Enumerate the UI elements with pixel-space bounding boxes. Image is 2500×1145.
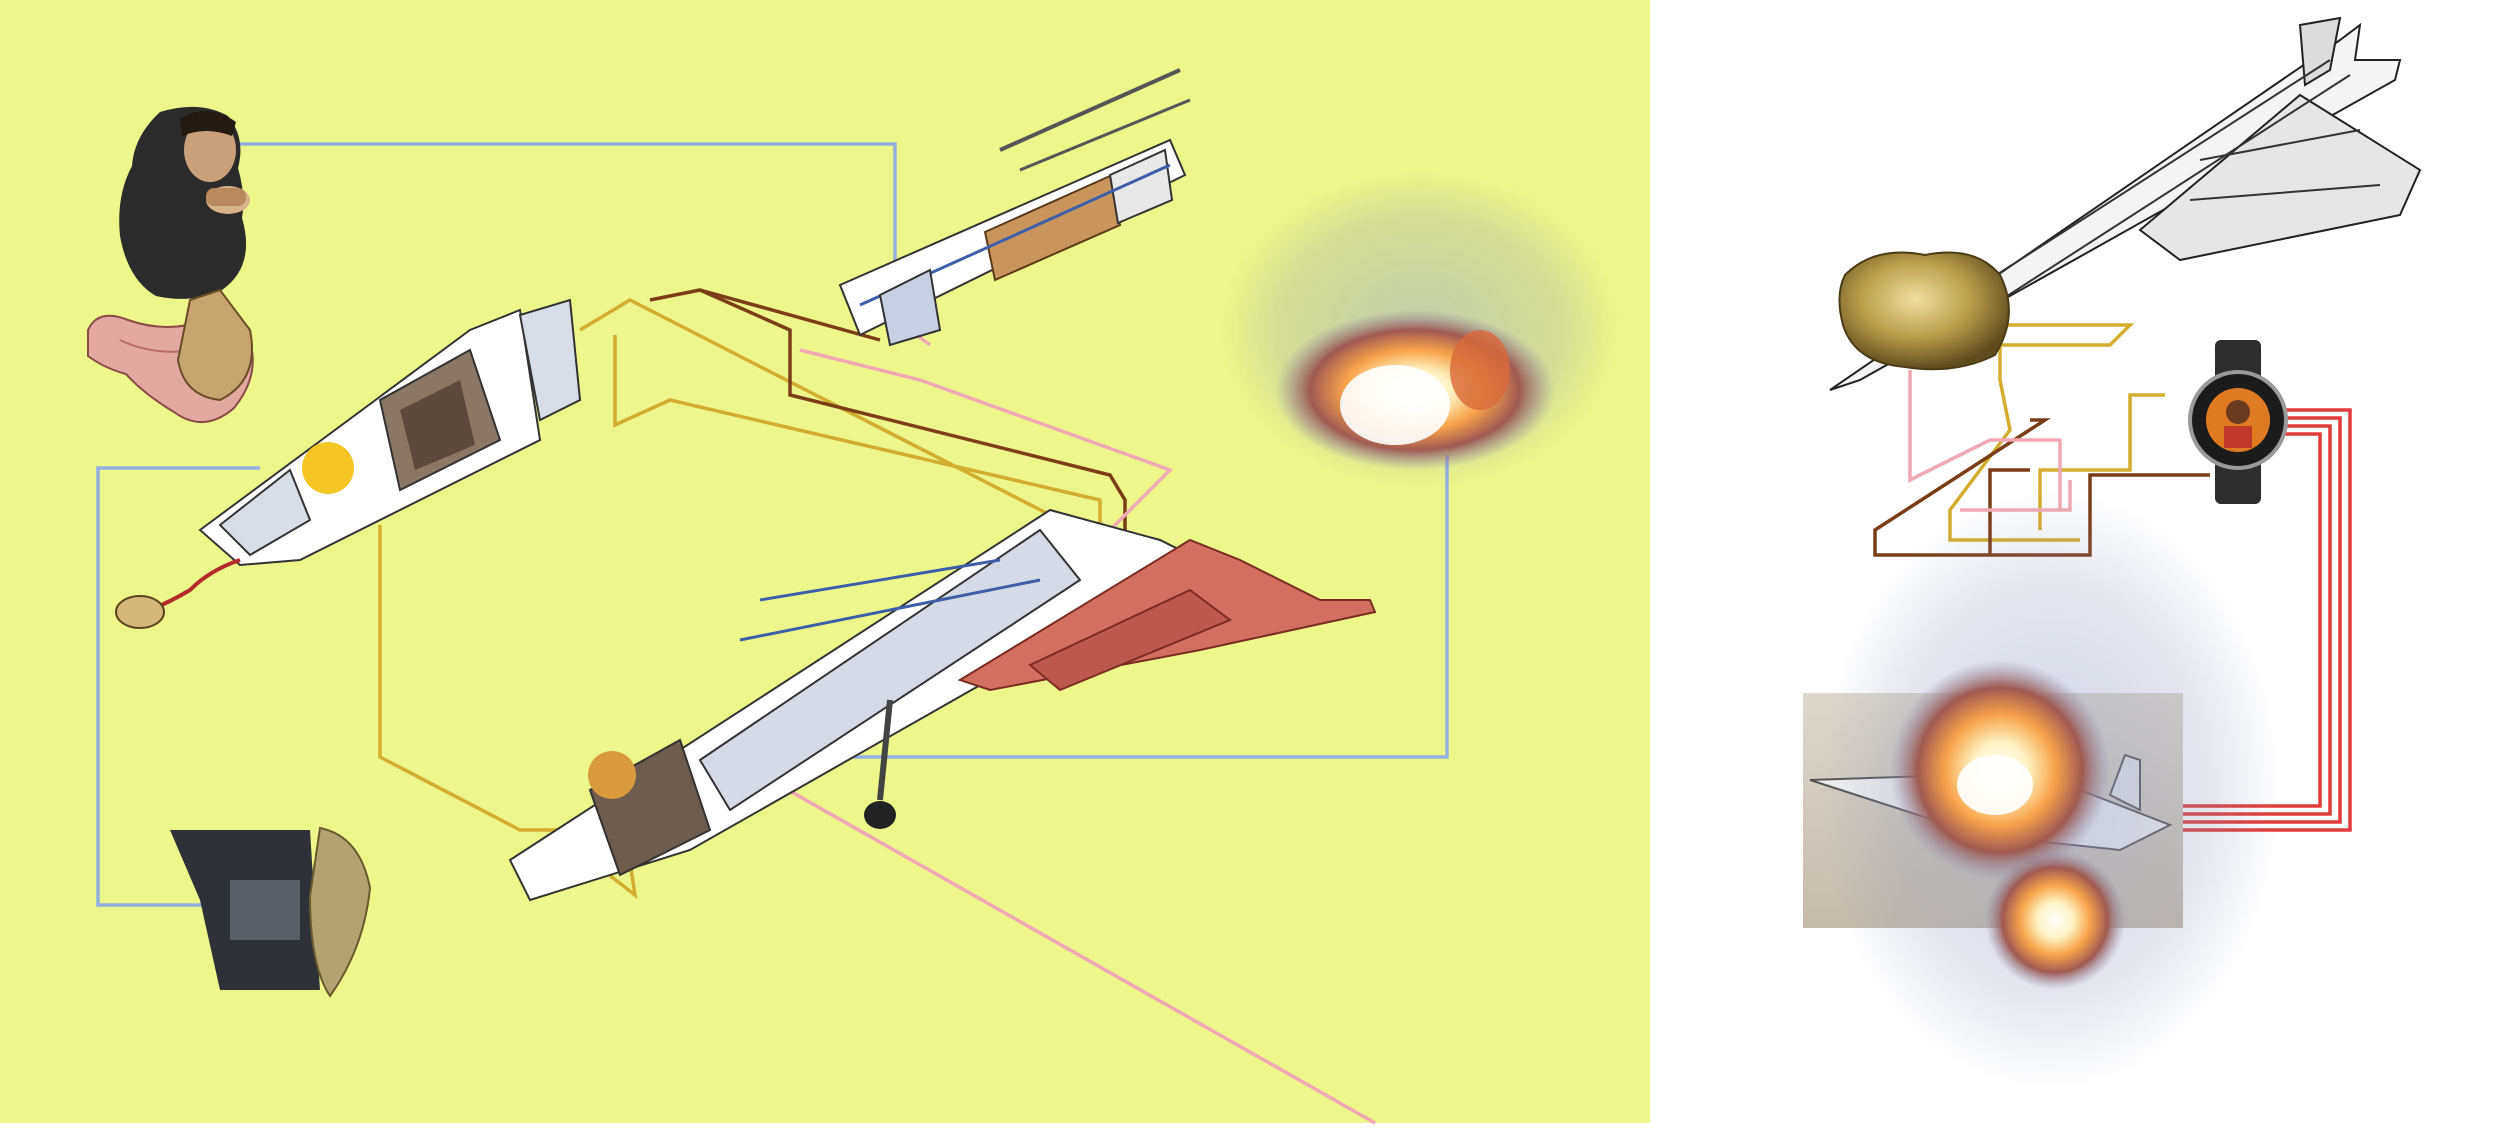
connector-pink-r1	[1908, 370, 2062, 510]
fuselage-aft-cutaway	[838, 68, 1191, 347]
man-eating-photo	[119, 106, 250, 299]
connector-lines-left	[96, 142, 1449, 1125]
engine-room-photo	[170, 826, 372, 998]
wristwatch-portrait	[2188, 340, 2288, 504]
connector-gold-2	[613, 335, 1102, 540]
connector-gold-3	[579, 297, 1061, 522]
connector-gold-r2	[2038, 393, 2165, 530]
connector-brown-2	[699, 288, 881, 342]
connector-blue-3	[710, 455, 1449, 759]
main-fuselage-wing-cutaway	[508, 508, 1377, 902]
connector-brown-r1	[1873, 418, 2210, 557]
connector-blue-2	[96, 466, 260, 907]
gold-ore-rock	[1838, 251, 2010, 371]
connector-pink-2	[699, 738, 1376, 1125]
connector-gold-1	[378, 525, 580, 832]
explosion-burst	[1220, 170, 1620, 490]
explosion-burst-right	[1820, 490, 2280, 1090]
stomach-anatomy-illustration	[87, 288, 254, 424]
aircraft-nose-cutaway	[115, 298, 582, 629]
